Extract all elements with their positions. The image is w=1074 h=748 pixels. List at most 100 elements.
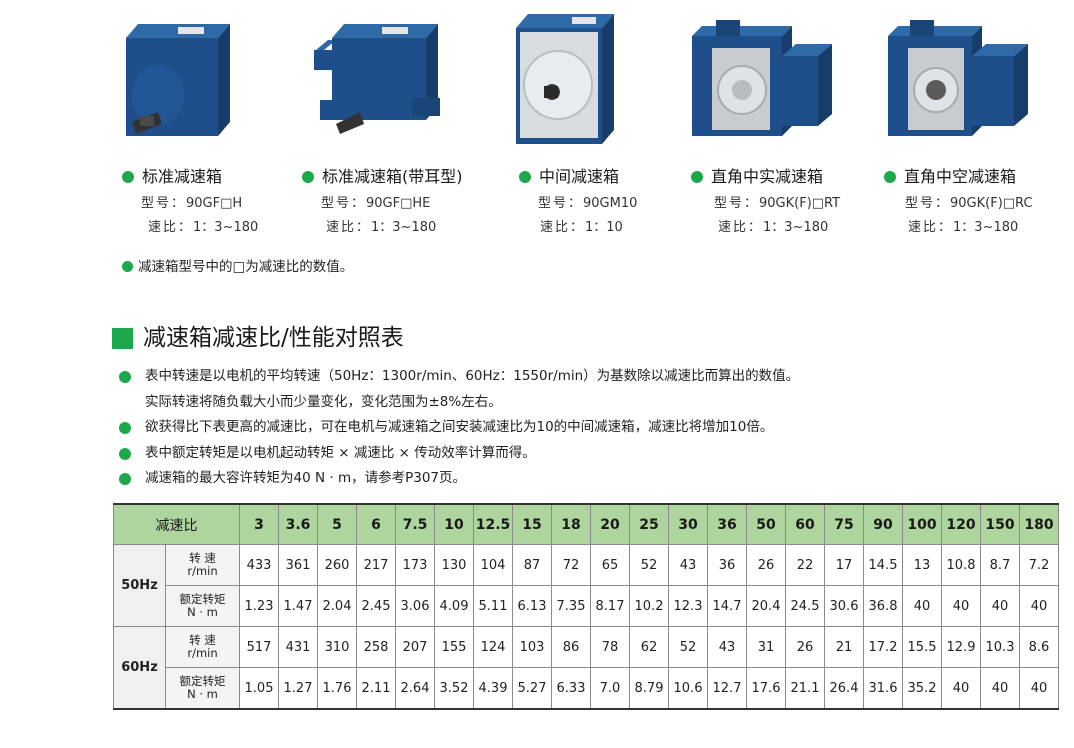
table-cell: 40 [1019, 667, 1059, 710]
row-label-unit: N · m [187, 687, 218, 701]
product-ratio-right-angle-solid: 速比：1：3~180 [718, 220, 829, 235]
row-label-name: 转 速 [189, 633, 216, 647]
table-cell: 26.4 [824, 667, 864, 710]
note-text: 表中转速是以电机的平均转速（50Hz：1300r/min、60Hz：1550r/… [145, 368, 800, 384]
table-cell: 22 [785, 544, 825, 586]
table-cell: 6.13 [512, 585, 552, 627]
table-cell: 217 [356, 544, 396, 586]
table-cell: 30.6 [824, 585, 864, 627]
frequency-cell: 50Hz [113, 544, 166, 627]
product-title-right-angle-hollow: 直角中空减速箱 [884, 167, 1016, 187]
ratio-column-header: 7.5 [395, 503, 435, 545]
product-card-eared [308, 0, 448, 150]
table-cell: 2.11 [356, 667, 396, 710]
table-cell: 26 [785, 626, 825, 668]
ratio-header: 减速比 [113, 503, 240, 545]
table-cell: 36.8 [863, 585, 903, 627]
table-cell: 43 [707, 626, 747, 668]
table-cell: 10.6 [668, 667, 708, 710]
table-cell: 173 [395, 544, 435, 586]
ratio-column-header: 100 [902, 503, 942, 545]
product-model-intermediate: 型号：90GM10 [538, 196, 638, 211]
table-cell: 72 [551, 544, 591, 586]
bullet-dot-icon [691, 171, 703, 183]
product-card-right-angle-solid [686, 0, 836, 150]
table-cell: 207 [395, 626, 435, 668]
table-cell: 36 [707, 544, 747, 586]
product-model-standard: 型号：90GF□H [141, 196, 243, 211]
row-label-name: 额定转矩 [179, 592, 226, 606]
table-cell: 1.76 [317, 667, 357, 710]
bullet-dot-icon [119, 473, 131, 485]
product-gallery: 标准减速箱 型号：90GF□H 速比：1：3~180 标准减速箱(带耳型) 型号… [0, 0, 1074, 250]
table-cell: 8.7 [980, 544, 1020, 586]
product-card-standard [118, 0, 238, 150]
table-cell: 14.5 [863, 544, 903, 586]
table-cell: 12.3 [668, 585, 708, 627]
product-ratio-intermediate: 速比：1：10 [540, 220, 623, 235]
table-cell: 52 [629, 544, 669, 586]
table-cell: 31.6 [863, 667, 903, 710]
table-cell: 124 [473, 626, 513, 668]
product-model-eared: 型号：90GF□HE [321, 196, 431, 211]
table-cell: 12.9 [941, 626, 981, 668]
ratio-column-header: 30 [668, 503, 708, 545]
table-cell: 7.0 [590, 667, 630, 710]
ratio-column-header: 15 [512, 503, 552, 545]
product-card-right-angle-hollow [882, 0, 1032, 150]
table-cell: 2.45 [356, 585, 396, 627]
table-cell: 40 [941, 585, 981, 627]
table-cell: 40 [980, 585, 1020, 627]
table-cell: 260 [317, 544, 357, 586]
model-note: 减速箱型号中的□为减速比的数值。 [122, 255, 353, 275]
table-cell: 1.47 [278, 585, 318, 627]
table-cell: 40 [902, 585, 942, 627]
table-cell: 87 [512, 544, 552, 586]
ratio-column-header: 150 [980, 503, 1020, 545]
product-card-intermediate [508, 0, 628, 150]
notes-list: 表中转速是以电机的平均转速（50Hz：1300r/min、60Hz：1550r/… [119, 364, 1049, 492]
table-cell: 1.23 [239, 585, 279, 627]
table-cell: 8.79 [629, 667, 669, 710]
table-cell: 10.2 [629, 585, 669, 627]
table-cell: 8.17 [590, 585, 630, 627]
ratio-column-header: 90 [863, 503, 903, 545]
table-cell: 15.5 [902, 626, 942, 668]
table-cell: 8.6 [1019, 626, 1059, 668]
table-cell: 6.33 [551, 667, 591, 710]
table-cell: 7.35 [551, 585, 591, 627]
table-cell: 258 [356, 626, 396, 668]
table-cell: 52 [668, 626, 708, 668]
table-cell: 7.2 [1019, 544, 1059, 586]
row-label-name: 额定转矩 [179, 674, 226, 688]
table-cell: 26 [746, 544, 786, 586]
table-cell: 10.8 [941, 544, 981, 586]
table-cell: 62 [629, 626, 669, 668]
table-cell: 17 [824, 544, 864, 586]
ratio-column-header: 36 [707, 503, 747, 545]
table-cell: 4.39 [473, 667, 513, 710]
product-model-right-angle-hollow: 型号：90GK(F)□RC [905, 196, 1033, 211]
product-title-intermediate: 中间减速箱 [519, 167, 619, 187]
table-cell: 4.09 [434, 585, 474, 627]
table-cell: 130 [434, 544, 474, 586]
ratio-column-header: 75 [824, 503, 864, 545]
bullet-dot-icon [119, 447, 131, 460]
row-label-unit: r/min [187, 564, 218, 578]
note-text: 实际转速将随负载大小而少量变化，变化范围为±8%左右。 [145, 393, 502, 410]
table-cell: 5.11 [473, 585, 513, 627]
table-cell: 17.6 [746, 667, 786, 710]
table-cell: 20.4 [746, 585, 786, 627]
table-cell: 2.64 [395, 667, 435, 710]
note-item: 表中额定转矩是以电机起动转矩 × 减速比 × 传动效率计算而得。 [119, 441, 1049, 467]
section-title: 减速箱减速比/性能对照表 [143, 325, 404, 351]
table-cell: 40 [1019, 585, 1059, 627]
